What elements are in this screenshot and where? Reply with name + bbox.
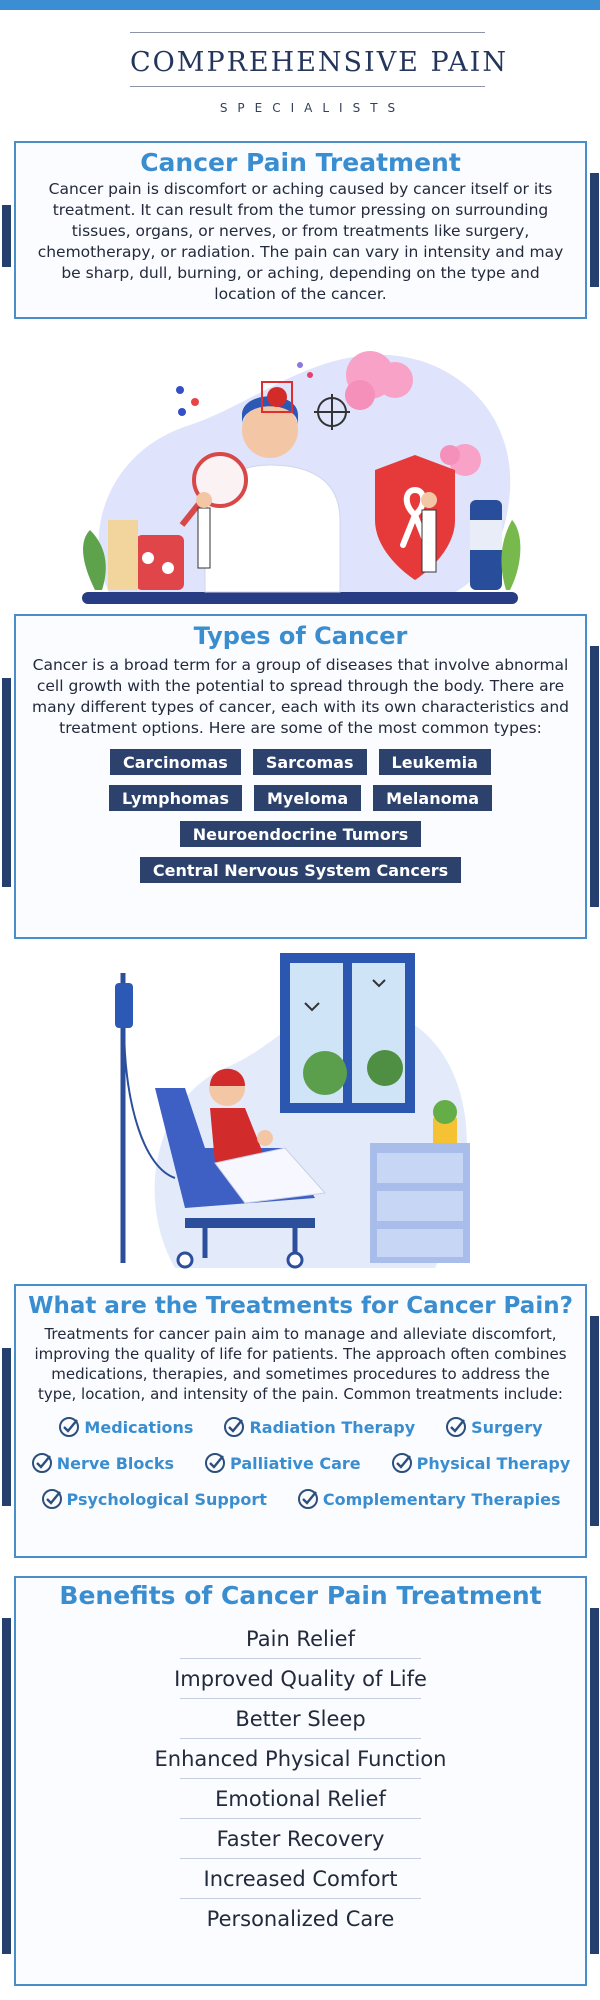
tag-cns-cancers: Central Nervous System Cancers: [139, 857, 462, 883]
types-of-cancer-card: Types of Cancer Cancer is a broad term f…: [2, 614, 599, 939]
benefit-item: Improved Quality of Life: [30, 1658, 571, 1699]
check-circle-icon: [59, 1417, 80, 1437]
bird-icon: [304, 1002, 320, 1012]
treatment-surgery: Surgery: [445, 1416, 543, 1438]
pill-jar: [136, 535, 184, 590]
benefit-item: Faster Recovery: [30, 1818, 571, 1859]
tag-myeloma: Myeloma: [253, 785, 362, 811]
check-circle-icon: [31, 1453, 52, 1473]
tree: [303, 1051, 347, 1095]
cancer-pain-description: Cancer pain is discomfort or aching caus…: [37, 180, 564, 303]
patient-shirt: [210, 1108, 265, 1163]
header-rule-bottom: [130, 86, 485, 87]
benefit-item: Increased Comfort: [30, 1858, 571, 1899]
iv-bag: [115, 983, 133, 1028]
doctor-illustration: [82, 351, 521, 604]
treatment-complementary-therapies: Complementary Therapies: [297, 1488, 560, 1510]
benefits-heading: Benefits of Cancer Pain Treatment: [59, 1581, 542, 1610]
treatments-card: What are the Treatments for Cancer Pain?…: [2, 1284, 599, 1558]
treatment-palliative-care: Palliative Care: [204, 1452, 361, 1474]
benefit-item: Enhanced Physical Function: [30, 1738, 571, 1779]
cancer-pain-heading: Cancer Pain Treatment: [140, 148, 461, 177]
treatment-psychological-support: Psychological Support: [41, 1488, 267, 1510]
brand-subtitle: SPECIALISTS: [219, 101, 406, 115]
benefit-item: Emotional Relief: [30, 1778, 571, 1819]
header-rule-top: [130, 32, 485, 33]
check-circle-icon: [297, 1489, 318, 1509]
treatment-physical-therapy: Physical Therapy: [391, 1452, 570, 1474]
treatments-heading: What are the Treatments for Cancer Pain?: [28, 1293, 573, 1319]
types-heading: Types of Cancer: [193, 622, 408, 650]
patient-blanket: [214, 1147, 327, 1204]
cancer-pain-card: Cancer Pain Treatment Cancer pain is dis…: [2, 141, 599, 319]
patient-illustration: [115, 953, 470, 1269]
check-circle-icon: [224, 1417, 245, 1437]
tag-carcinomas: Carcinomas: [110, 749, 241, 775]
tag-lymphomas: Lymphomas: [108, 785, 242, 811]
benefit-item: Personalized Care: [206, 1907, 395, 1931]
brand-title: COMPREHENSIVE PAIN: [130, 47, 508, 78]
tag-neuroendocrine-tumors: Neuroendocrine Tumors: [179, 821, 422, 847]
treatment-radiation-therapy: Radiation Therapy: [223, 1416, 415, 1438]
types-description: Cancer is a broad term for a group of di…: [32, 656, 569, 737]
plant-left: [83, 530, 106, 590]
check-circle-icon: [446, 1417, 467, 1437]
cancer-type-tags: Carcinomas Sarcomas Leukemia Lymphomas M…: [30, 749, 571, 883]
top-accent-bar: [0, 0, 600, 10]
check-circle-icon: [41, 1489, 62, 1509]
benefits-list: Pain Relief Improved Quality of Life Bet…: [30, 1618, 571, 1938]
benefit-item: Better Sleep: [30, 1698, 571, 1739]
check-circle-icon: [391, 1453, 412, 1473]
treatment-nerve-blocks: Nerve Blocks: [31, 1452, 174, 1474]
small-doctor-right: [421, 509, 437, 573]
doctor-head: [242, 402, 298, 458]
tag-melanoma: Melanoma: [373, 785, 493, 811]
benefit-item: Pain Relief: [30, 1618, 571, 1659]
brand-header: COMPREHENSIVE PAIN SPECIALISTS: [130, 32, 508, 115]
tag-sarcomas: Sarcomas: [252, 749, 367, 775]
plant-right: [501, 520, 521, 590]
benefits-card: Benefits of Cancer Pain Treatment Pain R…: [2, 1576, 599, 1986]
treatment-medications: Medications: [58, 1416, 193, 1438]
treatments-description: Treatments for cancer pain aim to manage…: [34, 1325, 567, 1403]
check-circle-icon: [205, 1453, 226, 1473]
floor-bar: [82, 592, 518, 604]
iv-tube: [123, 1027, 176, 1179]
tag-leukemia: Leukemia: [378, 749, 491, 775]
small-doctor-left: [197, 507, 211, 569]
